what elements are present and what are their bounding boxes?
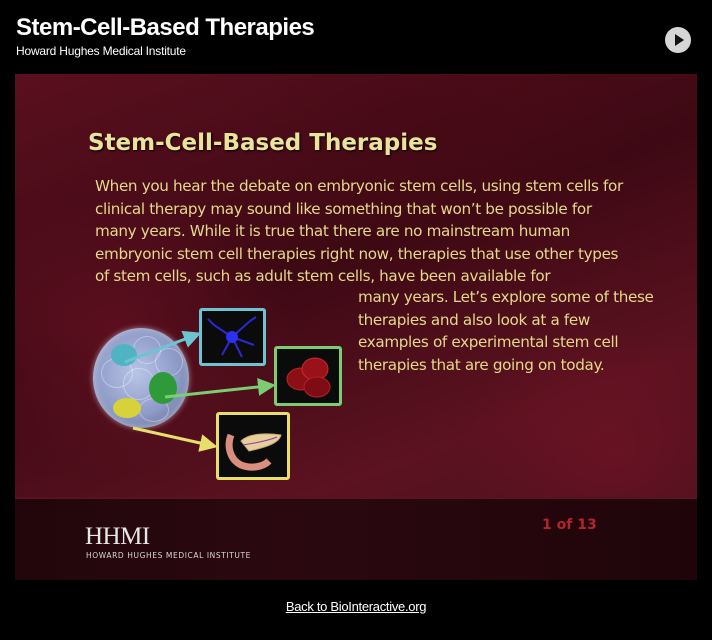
hhmi-logo: HHMI	[85, 523, 150, 550]
slide-footer: HHMI HOWARD HUGHES MEDICAL INSTITUTE 1 o…	[15, 497, 697, 580]
slide-body-text: When you hear the debate on embryonic st…	[95, 177, 623, 286]
page-counter: 1 of 13	[542, 517, 597, 533]
neuron-thumbnail	[199, 308, 266, 366]
slide-viewer[interactable]: Stem-Cell-Based Therapies When you hear …	[15, 74, 697, 580]
yellow-cell	[113, 398, 141, 418]
green-cell	[149, 372, 177, 404]
teal-cell	[111, 344, 137, 366]
play-circle-icon[interactable]	[665, 27, 691, 53]
blastocyst-illustration	[93, 328, 189, 428]
hhmi-full-name: HOWARD HUGHES MEDICAL INSTITUTE	[86, 551, 252, 560]
slide-title: Stem-Cell-Based Therapies	[88, 130, 438, 156]
red-blood-cells-thumbnail	[274, 346, 342, 406]
back-to-biointeractive-link[interactable]: Back to BioInteractive.org	[285, 599, 427, 614]
slide-body-text-continued: many years. Let’s explore some of these …	[358, 288, 654, 374]
pancreas-thumbnail	[216, 412, 290, 480]
page-title: Stem-Cell-Based Therapies	[16, 14, 315, 41]
page-subtitle: Howard Hughes Medical Institute	[16, 44, 186, 58]
